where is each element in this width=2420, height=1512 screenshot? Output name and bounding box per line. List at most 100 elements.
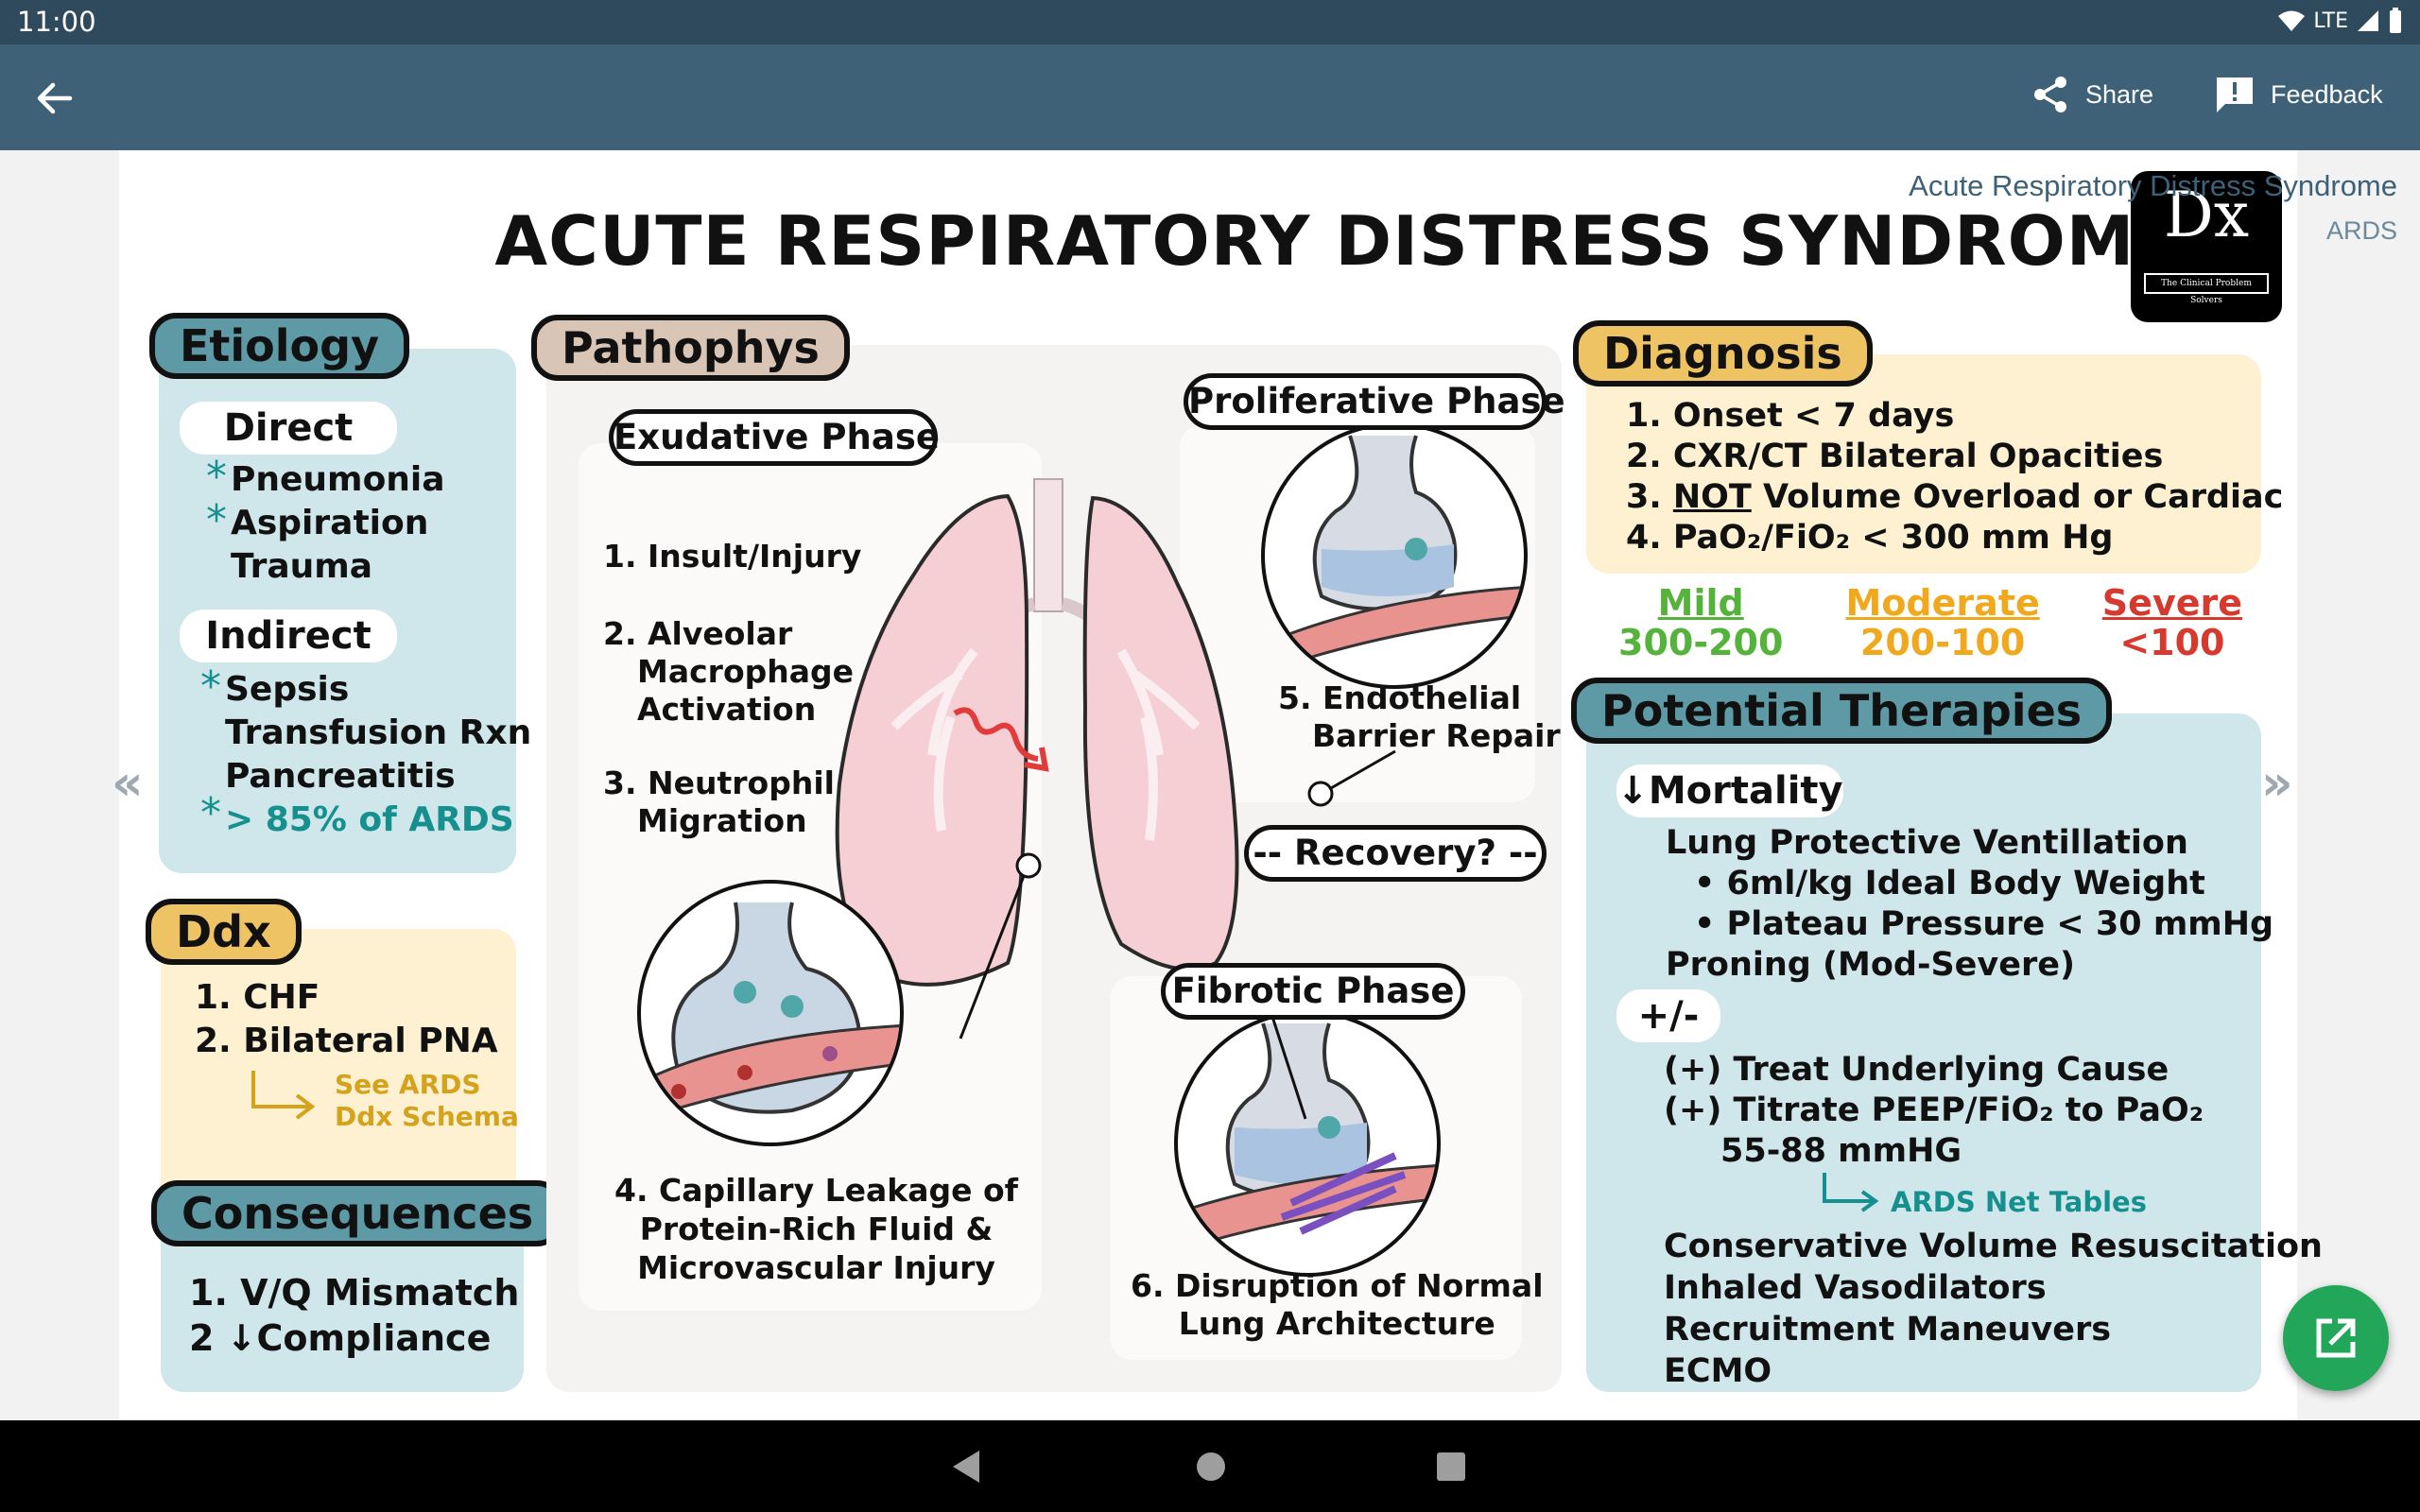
- diagnosis-tag: Diagnosis: [1573, 320, 1873, 387]
- therapy-item: Lung Protective Ventillation: [1666, 824, 2188, 862]
- battery-icon: [2390, 8, 2401, 33]
- step-neutrophil: 3. Neutrophil Migration: [603, 765, 835, 840]
- share-label: Share: [2085, 79, 2154, 109]
- severity-label: Mild: [1657, 582, 1744, 624]
- next-page-arrow-icon[interactable]: »: [2261, 755, 2293, 812]
- therapy-item: (+) Titrate PEEP/FiO₂ to PaO₂: [1664, 1091, 2204, 1129]
- etiology-tag: Etiology: [149, 313, 410, 379]
- step-line: Lung Architecture: [1178, 1305, 1495, 1342]
- sheet-title: ACUTE RESPIRATORY DISTRESS SYNDROME: [494, 201, 2183, 281]
- step-insult: 1. Insult/Injury: [603, 538, 862, 575]
- direct-item: Pneumonia: [231, 460, 445, 499]
- step-macrophage: 2. Alveolar Macrophage Activation: [603, 615, 854, 729]
- step-line: Barrier Repair: [1312, 717, 1561, 754]
- wifi-icon: [2278, 10, 2306, 31]
- signal-icon: [2358, 10, 2378, 31]
- open-external-button[interactable]: [2283, 1285, 2389, 1391]
- consequence-item: 2 ↓Compliance: [189, 1317, 492, 1359]
- infographic-sheet: ACUTE RESPIRATORY DISTRESS SYNDROME Dx T…: [119, 150, 2323, 1420]
- nav-recents-icon[interactable]: [1437, 1452, 1465, 1481]
- ards-net-link-arrow-icon: [1823, 1173, 1879, 1212]
- topic-subtitle: ARDS: [2325, 216, 2397, 245]
- severity-range: <100: [2119, 622, 2225, 663]
- recovery-tag: -- Recovery? --: [1244, 825, 1547, 882]
- prev-page-arrow-icon[interactable]: «: [112, 755, 144, 812]
- direct-item: Aspiration: [231, 504, 429, 542]
- nav-back-icon[interactable]: [949, 1449, 983, 1485]
- severity-label: Moderate: [1845, 582, 2040, 624]
- feedback-icon: [2217, 77, 2253, 112]
- proliferative-alveolus-illustration: [1261, 422, 1528, 689]
- dx-logo-caption: The Clinical Problem Solvers: [2144, 273, 2269, 305]
- severity-label: Severe: [2101, 582, 2242, 624]
- etiology-note: > 85% of ARDS: [225, 800, 514, 839]
- system-nav-bar: [0, 1420, 2420, 1512]
- therapy-item: 55-88 mmHG: [1720, 1132, 1962, 1170]
- open-external-icon: [2316, 1318, 2356, 1358]
- ddx-item: 1. CHF: [195, 978, 320, 1017]
- step-line: Activation: [637, 691, 817, 728]
- exudative-phase-tag: Exudative Phase: [609, 409, 940, 466]
- exudative-alveolus-illustration: [637, 880, 904, 1146]
- therapies-tag: Potential Therapies: [1571, 678, 2113, 744]
- plus-minus-label: +/-: [1616, 989, 1720, 1042]
- proliferative-phase-tag: Proliferative Phase: [1184, 373, 1565, 430]
- criterion-onset: 1. Onset < 7 days: [1626, 397, 1955, 435]
- status-bar: 11:00 LTE: [0, 0, 2420, 44]
- severity-range: 300-200: [1618, 622, 1784, 663]
- therapy-item: Inhaled Vasodilators: [1664, 1269, 2047, 1307]
- ddx-schema-link[interactable]: See ARDS Ddx Schema: [335, 1069, 519, 1133]
- criterion-prefix: 3.: [1626, 478, 1673, 516]
- app-bar: Share Feedback: [0, 44, 2420, 150]
- diagnosis-panel: [1586, 354, 2261, 574]
- direct-item: Trauma: [231, 547, 373, 586]
- therapies-panel: [1586, 713, 2261, 1392]
- pathophys-tag: Pathophys: [531, 315, 850, 381]
- therapy-item: Proning (Mod-Severe): [1666, 946, 2075, 984]
- therapy-item: • 6ml/kg Ideal Body Weight: [1694, 865, 2205, 902]
- criterion-imaging: 2. CXR/CT Bilateral Opacities: [1626, 438, 2164, 475]
- ddx-item: 2. Bilateral PNA: [195, 1022, 498, 1060]
- indirect-item: Transfusion Rxn: [225, 713, 532, 752]
- criterion-rest: Volume Overload or Cardiac: [1751, 478, 2284, 516]
- criterion-pf-ratio: 4. PaO₂/FiO₂ < 300 mm Hg: [1626, 519, 2114, 557]
- ards-net-tables-link[interactable]: ARDS Net Tables: [1891, 1186, 2147, 1218]
- step-disruption: 6. Disruption of Normal Lung Architectur…: [1131, 1267, 1544, 1343]
- back-arrow-icon[interactable]: [30, 75, 78, 122]
- topic-header: Acute Respiratory Distress Syndrome ARDS: [1909, 169, 2397, 246]
- therapy-item: • Plateau Pressure < 30 mmHg: [1694, 905, 2274, 943]
- criterion-not-cardiac: 3. NOT Volume Overload or Cardiac: [1626, 477, 2283, 518]
- feedback-button[interactable]: Feedback: [2214, 75, 2383, 114]
- fibrotic-phase-tag: Fibrotic Phase: [1161, 963, 1465, 1020]
- other-therapies-list: Conservative Volume Resuscitation Inhale…: [1664, 1226, 2323, 1392]
- connector-lines: [959, 749, 1396, 1120]
- step-line: Macrophage: [637, 653, 855, 690]
- step-line: Protein-Rich Fluid &: [639, 1211, 994, 1247]
- diagnosis-criteria: 1. Onset < 7 days 2. CXR/CT Bilateral Op…: [1626, 396, 2283, 558]
- therapy-item: Recruitment Maneuvers: [1664, 1311, 2112, 1349]
- share-icon: [2034, 77, 2066, 112]
- ddx-link-line: Ddx Schema: [335, 1101, 519, 1132]
- therapy-item: (+) Treat Underlying Cause: [1664, 1051, 2169, 1089]
- step-endothelial: 5. Endothelial Barrier Repair: [1278, 679, 1561, 755]
- topic-title: Acute Respiratory Distress Syndrome: [1909, 169, 2397, 202]
- content-area: ACUTE RESPIRATORY DISTRESS SYNDROME Dx T…: [0, 150, 2420, 1420]
- fibrotic-alveolus-illustration: [1174, 1010, 1441, 1277]
- dx-logo: Dx The Clinical Problem Solvers: [2131, 171, 2282, 322]
- ddx-link-line: See ARDS: [335, 1069, 481, 1100]
- mortality-list: Lung Protective Ventillation • 6ml/kg Id…: [1666, 823, 2273, 986]
- step-line: 5. Endothelial: [1278, 679, 1522, 716]
- consequence-item: 1. V/Q Mismatch: [189, 1272, 520, 1314]
- ddx-link-arrow-icon: [251, 1071, 316, 1120]
- dx-logo-text: Dx: [2163, 179, 2250, 251]
- share-button[interactable]: Share: [2031, 75, 2153, 114]
- therapy-item: ECMO: [1664, 1352, 1772, 1390]
- etiology-indirect-label: Indirect: [180, 610, 397, 662]
- lungs-illustration: [835, 478, 1239, 987]
- consequences-tag: Consequences: [151, 1180, 564, 1246]
- severity-range: 200-100: [1859, 622, 2026, 663]
- nav-home-icon[interactable]: [1195, 1451, 1227, 1483]
- criterion-not: NOT: [1672, 478, 1752, 516]
